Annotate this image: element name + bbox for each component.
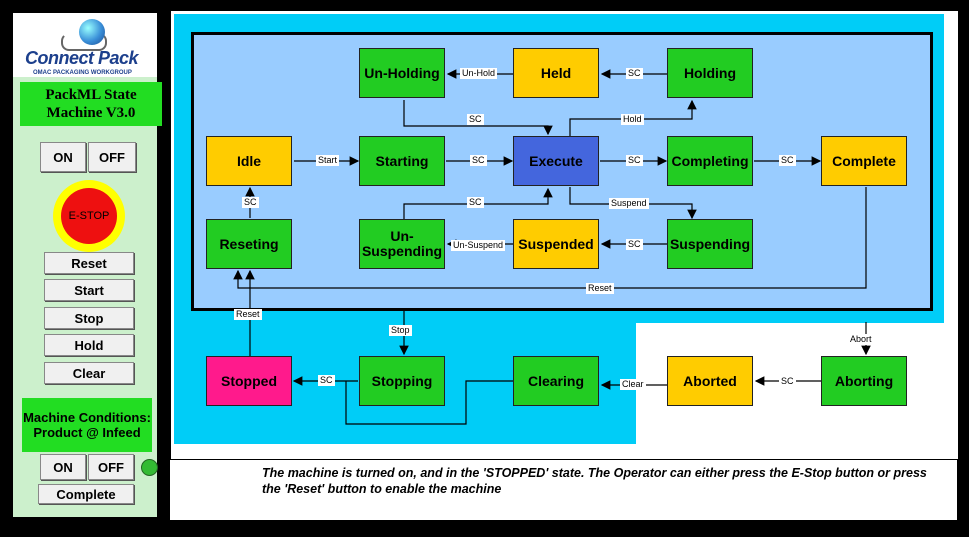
status-message: The machine is turned on, and in the 'ST… bbox=[262, 466, 927, 496]
label-stop: Stop bbox=[389, 325, 412, 336]
label-abort: Abort bbox=[848, 334, 874, 345]
label-sc-starting: SC bbox=[470, 155, 487, 166]
label-sc-stopping: SC bbox=[318, 375, 335, 386]
start-button[interactable]: Start bbox=[44, 279, 134, 301]
logo-subtitle: OMAC PACKAGING WORKGROUP bbox=[33, 70, 132, 76]
label-sc-suspending: SC bbox=[626, 239, 643, 250]
state-complete: Complete bbox=[821, 136, 907, 186]
label-sc-execute: SC bbox=[626, 155, 643, 166]
clear-button[interactable]: Clear bbox=[44, 362, 134, 384]
state-unholding: Un-Holding bbox=[359, 48, 445, 98]
condition-on-button[interactable]: ON bbox=[40, 454, 86, 480]
globe-icon bbox=[79, 19, 105, 45]
label-reset-complete: Reset bbox=[586, 283, 614, 294]
power-off-button[interactable]: OFF bbox=[88, 142, 136, 172]
logo-brand: Connect Pack bbox=[25, 48, 139, 68]
state-held: Held bbox=[513, 48, 599, 98]
reset-button[interactable]: Reset bbox=[44, 252, 134, 274]
condition-off-button[interactable]: OFF bbox=[88, 454, 134, 480]
state-suspended: Suspended bbox=[513, 219, 599, 269]
label-sc-resetting: SC bbox=[242, 197, 259, 208]
stop-button[interactable]: Stop bbox=[44, 307, 134, 329]
label-hold: Hold bbox=[621, 114, 644, 125]
label-start: Start bbox=[316, 155, 340, 166]
indicator-light bbox=[141, 459, 158, 476]
state-holding: Holding bbox=[667, 48, 753, 98]
label-sc-completing: SC bbox=[779, 155, 796, 166]
state-resetting: Reseting bbox=[206, 219, 292, 269]
hold-button[interactable]: Hold bbox=[44, 334, 134, 356]
state-stopped: Stopped bbox=[206, 356, 292, 406]
label-unhold: Un-Hold bbox=[460, 68, 498, 79]
label-sc-unsuspending: SC bbox=[467, 197, 484, 208]
label-unsuspend: Un-Suspend bbox=[451, 240, 506, 251]
state-idle: Idle bbox=[206, 136, 292, 186]
state-aborting: Aborting bbox=[821, 356, 907, 406]
complete-button[interactable]: Complete bbox=[38, 484, 134, 504]
label-sc-unholding: SC bbox=[467, 114, 484, 125]
machine-conditions-label: Machine Conditions: Product @ Infeed bbox=[22, 398, 152, 452]
state-execute: Execute bbox=[513, 136, 599, 186]
message-panel bbox=[170, 460, 957, 520]
state-aborted: Aborted bbox=[667, 356, 753, 406]
cable-graphic bbox=[61, 33, 107, 51]
state-unsuspending: Un-Suspending bbox=[359, 219, 445, 269]
power-on-button[interactable]: ON bbox=[40, 142, 86, 172]
label-clear: Clear bbox=[620, 379, 646, 390]
label-sc-aborting: SC bbox=[779, 376, 796, 387]
label-suspend: Suspend bbox=[609, 198, 649, 209]
app-title: PackML State Machine V3.0 bbox=[20, 82, 162, 126]
state-stopping: Stopping bbox=[359, 356, 445, 406]
state-clearing: Clearing bbox=[513, 356, 599, 406]
state-suspending: Suspending bbox=[667, 219, 753, 269]
connectpack-logo: Connect Pack OMAC PACKAGING WORKGROUP bbox=[13, 13, 157, 77]
estop-button[interactable]: E-STOP bbox=[61, 188, 117, 244]
label-sc-held: SC bbox=[626, 68, 643, 79]
state-starting: Starting bbox=[359, 136, 445, 186]
label-reset-stopped: Reset bbox=[234, 309, 262, 320]
state-completing: Completing bbox=[667, 136, 753, 186]
